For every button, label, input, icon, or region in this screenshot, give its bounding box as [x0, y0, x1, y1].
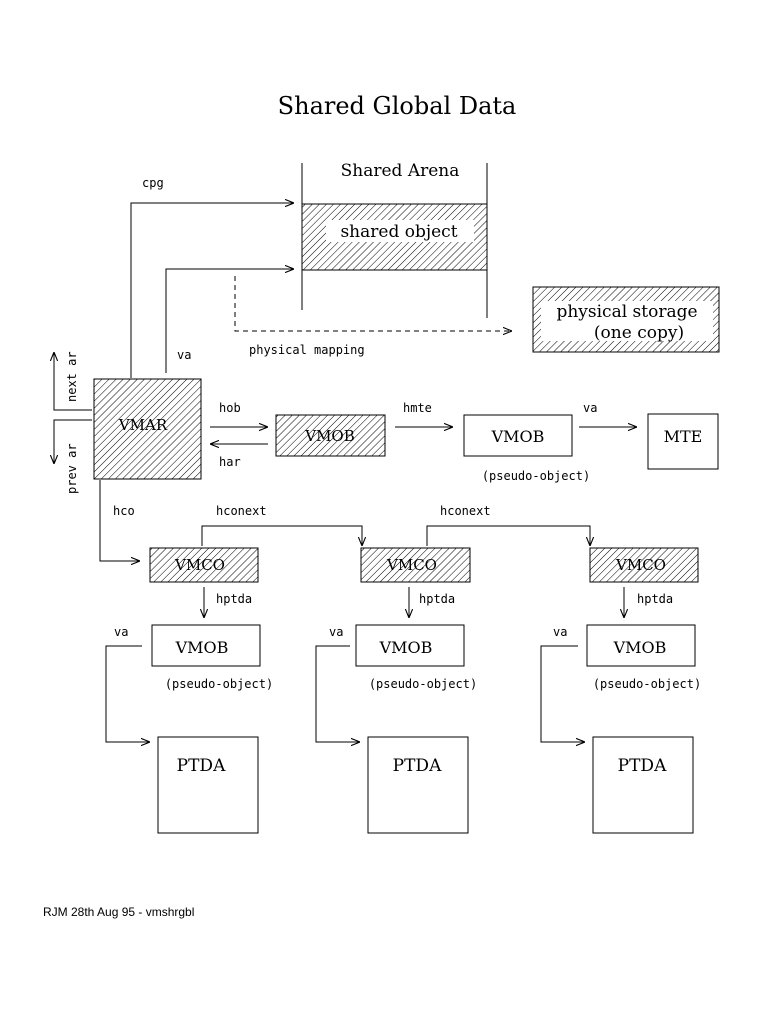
vmob-label-1: VMOB — [175, 638, 229, 657]
va-label-ptda-3: va — [553, 625, 567, 639]
vmco-box-1 — [149, 547, 259, 583]
vmob-box-3 — [586, 624, 696, 667]
prev-ar-label: prev ar — [65, 443, 79, 494]
va-arrow-shared — [165, 269, 294, 373]
mte-label: MTE — [664, 427, 703, 446]
ptda-box-1 — [157, 736, 259, 834]
va-label-ptda-1: va — [114, 625, 128, 639]
vmob-box-1 — [151, 624, 261, 667]
shared-arena-label: Shared Arena — [341, 161, 460, 181]
hmte-label: hmte — [403, 401, 432, 415]
physical-storage-label-line2: (one copy) — [594, 323, 684, 343]
cpg-label: cpg — [142, 176, 164, 190]
hob-label: hob — [219, 401, 241, 415]
ptda-label-2: PTDA — [393, 756, 442, 776]
mte-box — [647, 413, 719, 470]
next-ar-arrow — [54, 352, 92, 411]
hconext-label-2: hconext — [440, 504, 491, 518]
vmob-caption-1: (pseudo-object) — [165, 677, 273, 691]
prev-ar-arrow — [54, 419, 92, 464]
hconext-arrow-2 — [426, 525, 590, 546]
shared-object-label-bg — [326, 220, 474, 242]
vmco-label-1: VMCO — [174, 556, 225, 574]
vmob-box-2 — [355, 624, 465, 667]
physical-mapping-arrow — [234, 276, 512, 331]
va-arrow-ptda-1 — [105, 645, 150, 742]
vmob-shared-box — [275, 414, 386, 457]
har-label: har — [219, 455, 241, 469]
hptda-label-1: hptda — [216, 592, 252, 606]
vmob-label-2: VMOB — [379, 638, 433, 657]
hptda-label-2: hptda — [419, 592, 455, 606]
va-label-ptda-2: va — [329, 625, 343, 639]
diagram-title: Shared Global Data — [278, 92, 517, 120]
vmar-label: VMAR — [118, 416, 168, 434]
vmob-label-3: VMOB — [613, 638, 667, 657]
shared-object-label: shared object — [340, 222, 457, 242]
vmob-pseudo-caption: (pseudo-object) — [482, 469, 590, 483]
footer-credit: RJM 28th Aug 95 - vmshrgbl — [43, 905, 194, 919]
vmco-label-3: VMCO — [615, 556, 666, 574]
vmob-caption-3: (pseudo-object) — [593, 677, 701, 691]
hptda-label-3: hptda — [637, 592, 673, 606]
vmob-pseudo-box — [463, 414, 573, 457]
vmob-caption-2: (pseudo-object) — [369, 677, 477, 691]
va-label-shared: va — [177, 348, 191, 362]
ptda-label-1: PTDA — [177, 756, 226, 776]
vmar-box — [93, 378, 202, 480]
va-arrow-ptda-2 — [315, 645, 360, 742]
next-ar-label: next ar — [65, 351, 79, 402]
va-label-mte: va — [583, 401, 597, 415]
physical-mapping-label: physical mapping — [249, 343, 365, 357]
ptda-label-3: PTDA — [618, 756, 667, 776]
physical-storage-label-line1: physical storage — [556, 302, 697, 322]
va-arrow-ptda-3 — [540, 645, 585, 742]
ptda-box-3 — [592, 736, 694, 834]
hco-arrow — [99, 480, 140, 561]
physical-storage-label-bg — [541, 301, 713, 341]
vmob-pseudo-label: VMOB — [491, 427, 545, 446]
vmco-box-2 — [360, 547, 471, 583]
vmco-label-2: VMCO — [386, 556, 437, 574]
hconext-label-1: hconext — [216, 504, 267, 518]
cpg-arrow — [130, 203, 294, 378]
hconext-arrow-1 — [201, 525, 362, 546]
vmob-shared-label: VMOB — [304, 427, 355, 445]
ptda-box-2 — [367, 736, 469, 834]
hco-label: hco — [113, 504, 135, 518]
vmco-box-3 — [589, 547, 699, 583]
